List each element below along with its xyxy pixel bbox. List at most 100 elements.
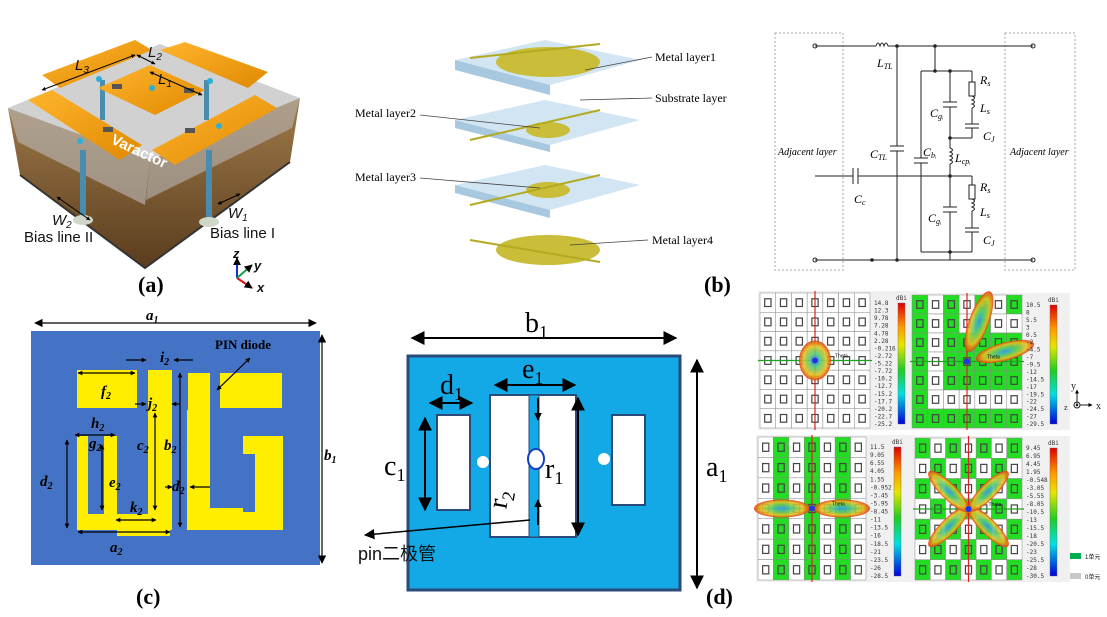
svg-text:j2: j2 (146, 396, 157, 414)
colorbar-tick: 10.5 (1026, 302, 1041, 309)
coding-cell-1 (911, 332, 928, 353)
unit-cell-icon (823, 544, 832, 555)
layer-label: Metal layer1 (655, 50, 716, 64)
coding-cell-1 (943, 370, 960, 391)
unit-cell-icon (777, 544, 785, 555)
colorbar-tick: 4.45 (1026, 461, 1041, 468)
unit-cell-icon (764, 394, 772, 404)
unit-cell-icon (1010, 443, 1019, 453)
unit-cell-icon (934, 544, 942, 555)
coding-cell-1 (1006, 518, 1023, 540)
coding-cell-1 (773, 477, 790, 499)
colorbar-tick: -10.2 (874, 376, 892, 383)
unit-cell-icon (994, 414, 1003, 423)
coding-cell-0 (819, 559, 836, 581)
coding-cell-0 (850, 477, 867, 499)
unit-cell-icon (777, 462, 785, 473)
unit-cell-icon (995, 443, 1003, 453)
colorbar-tick: -14.5 (1026, 376, 1044, 383)
coding-cell-1 (773, 559, 790, 581)
svg-text:g2: g2 (88, 436, 102, 454)
coding-cell-0 (850, 436, 867, 458)
svg-text:Ls: Ls (979, 205, 990, 220)
coding-cell-0 (927, 370, 944, 391)
svg-text:e2: e2 (109, 475, 121, 493)
coding-cell-0 (838, 292, 855, 313)
colorbar-tick: -13.5 (870, 525, 888, 532)
panel-b-label: (b) (704, 272, 731, 297)
colorbar-unit: dBi (892, 439, 903, 446)
svg-text:d2: d2 (172, 479, 185, 497)
pin-label: pin二极管 (358, 544, 436, 564)
coding-cell-0 (759, 389, 776, 409)
colorbar-unit: dBi (896, 295, 907, 302)
unit-cell-icon (779, 298, 788, 308)
unit-cell-icon (777, 442, 785, 452)
colorbar-tick: -29.5 (1026, 421, 1044, 428)
unit-cell-icon (826, 375, 835, 385)
unit-cell-icon (918, 463, 927, 474)
coding-cell-0 (854, 389, 871, 409)
colorbar-tick: 8 (1026, 309, 1030, 316)
svg-text:a2: a2 (110, 540, 123, 558)
colorbar-tick: -13 (1026, 517, 1037, 524)
coding-cell-0 (757, 457, 774, 479)
unit-cell-icon (1010, 414, 1018, 423)
unit-cell-icon (978, 395, 987, 404)
unit-cell-icon (1010, 524, 1019, 534)
unit-cell-icon (934, 565, 942, 575)
svg-text:y: y (1071, 381, 1076, 392)
unit-cell-icon (854, 442, 862, 452)
coding-cell-1 (773, 457, 790, 479)
coding-cell-0 (838, 389, 855, 409)
coding-cell-0 (975, 539, 992, 560)
coding-cell-0 (791, 408, 808, 429)
coding-cell-0 (838, 408, 855, 429)
coding-cell-1 (773, 436, 790, 458)
coding-cell-0 (822, 408, 839, 429)
coding-cell-0 (822, 292, 839, 313)
svg-text:CTL: CTL (870, 147, 887, 162)
coding-cell-1 (914, 559, 931, 581)
coding-cell-0 (927, 313, 944, 334)
coding-cell-1 (1006, 294, 1023, 315)
coding-cell-0 (757, 477, 774, 499)
coding-cell-0 (945, 458, 962, 479)
unit-cell-icon (823, 524, 832, 534)
colorbar-tick: -27 (1026, 414, 1037, 421)
coding-cell-1 (1006, 408, 1023, 429)
colorbar-tick: -28.5 (870, 573, 888, 580)
coding-cell-1 (927, 408, 944, 429)
svg-text:a1: a1 (706, 452, 727, 486)
colorbar-tick: -15.5 (1026, 525, 1044, 532)
unit-cell-icon (949, 544, 957, 555)
unit-cell-icon (858, 298, 866, 308)
unit-cell-icon (854, 544, 862, 555)
coding-cell-0 (991, 559, 1007, 581)
colorbar-tick: -2.72 (874, 353, 892, 360)
colorbar-tick: -3.45 (870, 492, 888, 499)
unit-cell-icon (764, 413, 772, 423)
colorbar-tick: -3.05 (1026, 485, 1044, 492)
layer-3 (455, 165, 640, 218)
coding-cell-1 (990, 408, 1007, 429)
svg-text:z: z (232, 246, 240, 261)
colorbar-tick: 9.78 (874, 315, 889, 322)
coding-cell-0 (822, 389, 839, 409)
colorbar-tick: -16 (870, 533, 881, 540)
coding-cell-0 (819, 457, 836, 479)
coding-cell-0 (991, 437, 1007, 459)
colorbar-tick: -26 (870, 565, 881, 572)
colorbar-tick: 4.78 (874, 330, 889, 337)
colorbar-tick: -0.216 (874, 345, 896, 352)
coding-cell-0 (759, 292, 776, 313)
unit-cell-icon (947, 319, 956, 328)
panel-d-unit-cell-layout: b1 d1 e1 c1 r2 r1 a1 pin二极管 (d) (358, 308, 733, 609)
svg-text:h2: h2 (91, 416, 104, 434)
coding-cell-0 (759, 408, 776, 429)
colorbar-tick: -30.5 (1026, 573, 1044, 580)
colorbar-tick: -4.5 (1026, 347, 1041, 354)
coding-cell-0 (930, 559, 946, 581)
unit-cell-icon (823, 565, 832, 575)
